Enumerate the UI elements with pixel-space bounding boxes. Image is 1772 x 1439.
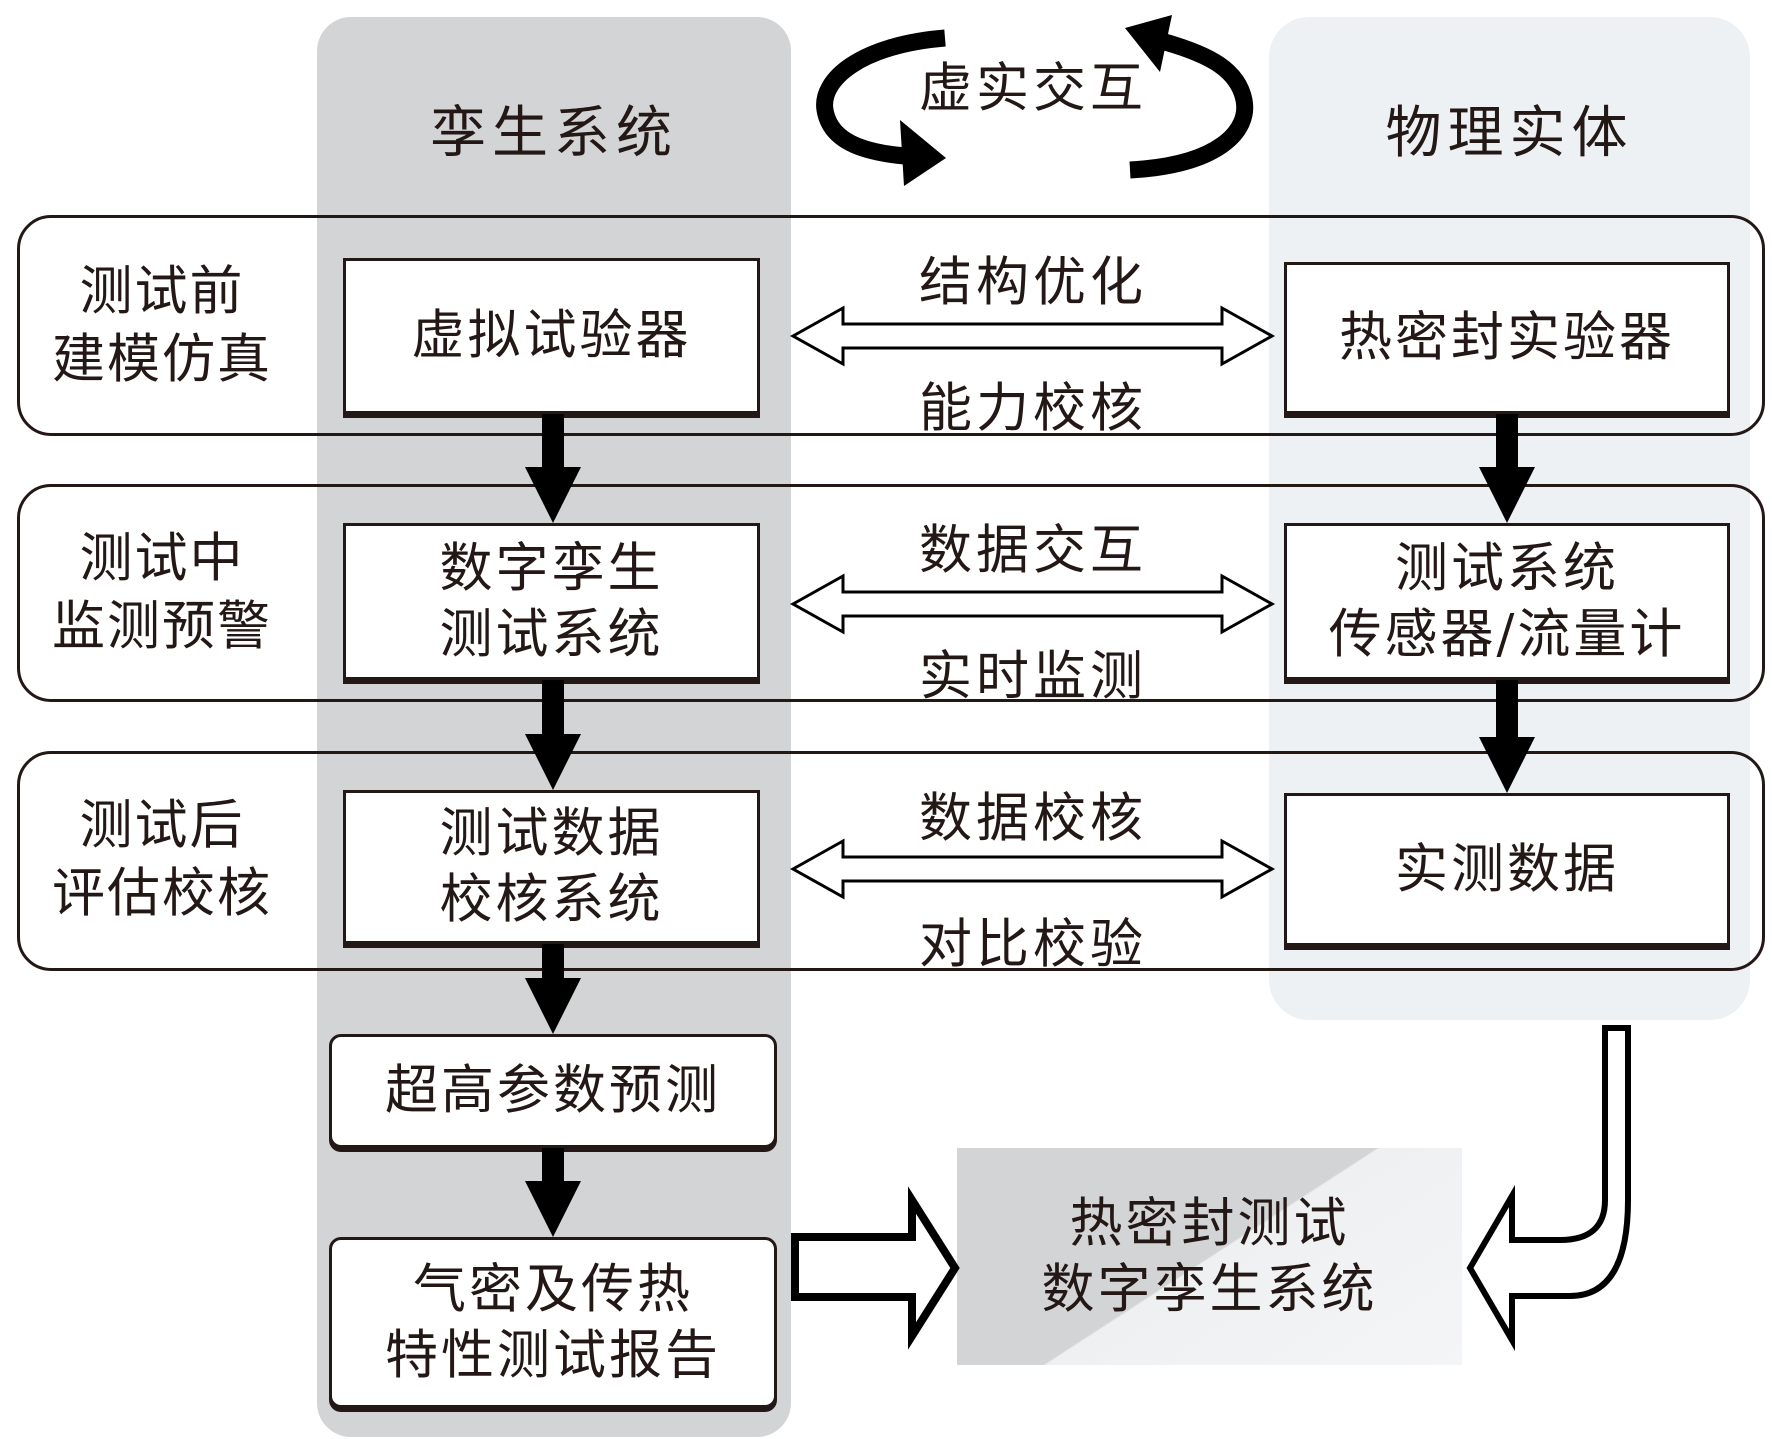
digital-twin-test-system-box: 数字孪生 测试系统 (343, 523, 760, 680)
link-label-data-verification: 数据校核 (919, 788, 1147, 849)
box-text: 超高参数预测 (385, 1060, 721, 1121)
stage-frame-pre-test (17, 215, 1765, 436)
bidirectional-arrow-icon (789, 305, 1276, 367)
virtual-real-interaction-label: 虚实交互 (919, 58, 1147, 119)
twin-flow-arrow-icon (525, 414, 581, 523)
twin-flow-arrow-icon (525, 680, 581, 790)
box-text: 数字孪生 (439, 537, 664, 599)
box-text: 校核系统 (439, 869, 664, 930)
box-text: 实测数据 (1395, 838, 1619, 900)
cycle-arrow-right-head-icon (1125, 15, 1172, 72)
twin-flow-arrow-icon (525, 944, 581, 1034)
box-text: 特性测试报告 (385, 1324, 721, 1386)
bidirectional-arrow-icon (789, 838, 1276, 900)
thermal-seal-digital-twin-system-box: 热密封测试 数字孪生系统 (957, 1148, 1462, 1365)
box-text: 数字孪生系统 (1041, 1258, 1378, 1320)
interaction-cycle-icon (816, 15, 1254, 186)
box-text: 测试系统 (1394, 537, 1619, 599)
link-label-capability-verification: 能力校核 (919, 378, 1147, 439)
stage-label-line: 测试中 (79, 528, 245, 589)
cycle-arrow-right-icon (1129, 33, 1254, 179)
thermal-seal-tester-box: 热密封实验器 (1284, 262, 1730, 414)
box-text: 测试系统 (439, 603, 664, 665)
stage-label-line: 评估校核 (52, 863, 272, 924)
box-text: 传感器/流量计 (1328, 603, 1686, 665)
twin-system-title: 孪生系统 (430, 101, 678, 166)
twin-flow-arrow-icon (525, 1148, 581, 1237)
bidirectional-arrow-icon (789, 573, 1276, 635)
stage-label-post-test: 测试后 评估校核 (22, 792, 302, 928)
link-label-realtime-monitoring: 实时监测 (919, 646, 1147, 707)
virtual-tester-box: 虚拟试验器 (343, 258, 760, 414)
cycle-arrow-left-head-icon (900, 120, 946, 186)
stage-label-pre-test: 测试前 建模仿真 (22, 258, 302, 394)
stage-frame-post-test (17, 751, 1765, 971)
measured-data-box: 实测数据 (1284, 793, 1730, 946)
box-text: 气密及传热 (413, 1258, 693, 1320)
link-label-data-interaction: 数据交互 (919, 520, 1147, 581)
link-label-comparison-check: 对比校验 (919, 914, 1147, 975)
test-data-verification-box: 测试数据 校核系统 (343, 790, 760, 944)
stage-label-line: 监测预警 (52, 596, 272, 657)
report-to-final-arrow-icon (791, 1186, 960, 1350)
box-text: 热密封实验器 (1339, 307, 1675, 368)
link-label-structure-optimization: 结构优化 (919, 252, 1147, 313)
stage-frame-during-test (17, 484, 1765, 702)
physical-flow-arrow-icon (1479, 680, 1535, 793)
cycle-arrow-left-icon (816, 29, 946, 165)
stage-label-line: 测试前 (79, 261, 245, 322)
stage-label-line: 建模仿真 (52, 329, 272, 390)
box-text: 热密封测试 (1069, 1192, 1350, 1254)
ultra-high-parameter-prediction-box: 超高参数预测 (329, 1034, 777, 1148)
physical-to-final-arrow-icon (1466, 1025, 1631, 1352)
physical-entity-title: 物理实体 (1385, 101, 1634, 166)
stage-label-during-test: 测试中 监测预警 (22, 525, 302, 661)
box-text: 测试数据 (439, 803, 664, 864)
box-text: 虚拟试验器 (411, 305, 692, 366)
stage-label-line: 测试后 (79, 795, 245, 856)
physical-test-system-box: 测试系统 传感器/流量计 (1284, 523, 1730, 680)
physical-flow-arrow-icon (1479, 414, 1535, 523)
test-report-box: 气密及传热 特性测试报告 (329, 1237, 777, 1408)
